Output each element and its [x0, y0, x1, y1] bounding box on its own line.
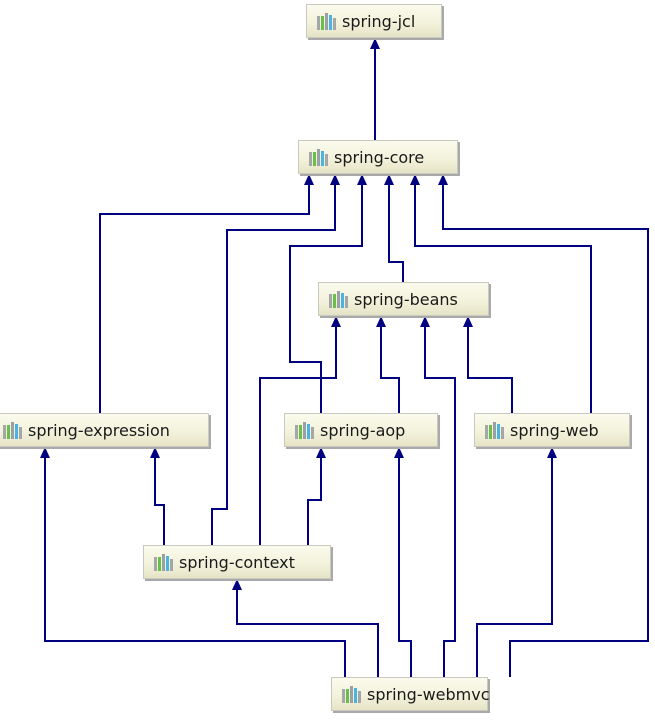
module-icon	[309, 148, 328, 166]
node-label: spring-jcl	[342, 11, 416, 31]
module-icon	[3, 421, 22, 439]
arrowhead-icon	[410, 174, 420, 185]
edge-line	[307, 455, 322, 545]
arrowhead-icon	[357, 174, 367, 185]
arrowhead-icon	[232, 579, 242, 590]
node-label: spring-aop	[320, 420, 406, 440]
edge-line	[44, 455, 346, 677]
node-spring-context[interactable]: spring-context	[143, 545, 331, 579]
node-label: spring-webmvc	[367, 684, 490, 704]
module-icon	[485, 421, 504, 439]
edge-spring-aop-to-spring-core	[289, 174, 367, 413]
module-icon	[295, 421, 314, 439]
arrowhead-icon	[394, 447, 404, 458]
module-icon	[329, 290, 348, 308]
edge-line	[388, 182, 404, 282]
node-label: spring-beans	[354, 289, 458, 309]
arrowhead-icon	[40, 447, 50, 458]
edge-spring-expression-to-spring-core	[99, 174, 314, 413]
arrowhead-icon	[438, 174, 448, 185]
arrowhead-icon	[384, 174, 394, 185]
node-spring-webmvc[interactable]: spring-webmvc	[331, 677, 490, 711]
edge-line	[380, 324, 400, 413]
module-icon	[154, 553, 173, 571]
edge-spring-beans-to-spring-core	[384, 174, 404, 282]
arrowhead-icon	[331, 316, 341, 327]
edge-line	[154, 455, 165, 545]
arrowhead-icon	[370, 38, 380, 49]
edge-line	[99, 182, 310, 413]
edge-spring-context-to-spring-expression	[150, 447, 165, 545]
edge-line	[211, 182, 336, 545]
edge-spring-context-to-spring-core	[211, 174, 340, 545]
edge-line	[476, 455, 553, 677]
edge-line	[236, 587, 379, 677]
edge-line	[467, 324, 513, 413]
node-label: spring-web	[510, 420, 599, 440]
module-icon	[317, 12, 336, 30]
edge-spring-webmvc-to-spring-aop	[394, 447, 412, 677]
node-label: spring-context	[179, 552, 295, 572]
arrowhead-icon	[463, 316, 473, 327]
edge-line	[398, 455, 412, 677]
edge-spring-web-to-spring-core	[410, 174, 592, 413]
node-spring-jcl[interactable]: spring-jcl	[306, 4, 442, 38]
edge-spring-web-to-spring-beans	[463, 316, 513, 413]
edge-spring-context-to-spring-beans	[259, 316, 341, 545]
arrowhead-icon	[316, 447, 326, 458]
edge-spring-context-to-spring-aop	[307, 447, 326, 545]
node-spring-expression[interactable]: spring-expression	[0, 413, 209, 447]
node-spring-aop[interactable]: spring-aop	[284, 413, 438, 447]
module-icon	[342, 685, 361, 703]
arrowhead-icon	[304, 174, 314, 185]
arrowhead-icon	[376, 316, 386, 327]
arrowhead-icon	[330, 174, 340, 185]
node-spring-beans[interactable]: spring-beans	[318, 282, 489, 316]
node-spring-web[interactable]: spring-web	[474, 413, 630, 447]
node-spring-core[interactable]: spring-core	[298, 140, 458, 174]
edge-line	[424, 324, 456, 677]
edge-line	[442, 182, 649, 677]
arrowhead-icon	[150, 447, 160, 458]
edge-spring-webmvc-to-spring-expression	[40, 447, 346, 677]
node-label: spring-expression	[28, 420, 170, 440]
edge-spring-webmvc-to-spring-context	[232, 579, 379, 677]
edge-spring-webmvc-to-spring-web	[476, 447, 557, 677]
edge-spring-core-to-spring-jcl	[370, 38, 380, 140]
node-label: spring-core	[334, 147, 425, 167]
edge-spring-webmvc-to-spring-core	[438, 174, 649, 677]
edge-line	[289, 182, 363, 413]
arrowhead-icon	[547, 447, 557, 458]
edge-line	[414, 182, 592, 413]
arrowhead-icon	[420, 316, 430, 327]
edge-line	[259, 324, 337, 545]
edge-spring-aop-to-spring-beans	[376, 316, 400, 413]
edge-spring-webmvc-to-spring-beans	[420, 316, 456, 677]
